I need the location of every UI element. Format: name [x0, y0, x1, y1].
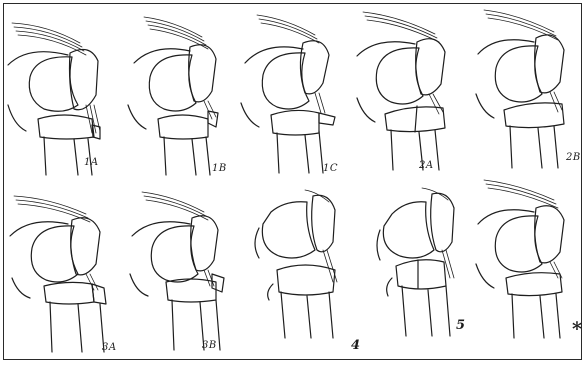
panel-label: 3A: [102, 342, 117, 353]
panel-2b: 2B: [474, 8, 584, 168]
knee-drawing: [474, 178, 584, 338]
knee-drawing: [374, 186, 484, 346]
knee-drawing: [235, 13, 345, 173]
knee-drawing: [10, 192, 120, 352]
knee-drawing: [357, 10, 467, 170]
knee-drawing: [8, 15, 118, 175]
panel-label: 2B: [566, 152, 581, 163]
panel-label: 5: [456, 318, 466, 333]
knee-drawing: [120, 15, 230, 175]
panel-3a: 3A: [10, 192, 120, 352]
panel-label: 1B: [212, 163, 227, 174]
panel-1a: 1A: [8, 15, 118, 175]
panel-label: 1C: [323, 163, 338, 174]
panel-label: 4: [351, 338, 361, 353]
knee-drawing: [474, 8, 584, 168]
knee-drawing: [245, 188, 355, 348]
panel-star: *: [474, 178, 584, 338]
panel-label: 1A: [84, 157, 99, 168]
knee-drawing: [120, 190, 230, 350]
panel-5: 5: [374, 186, 484, 346]
panel-1b: 1B: [120, 15, 230, 175]
panel-4: 4: [245, 188, 355, 348]
panel-label: 2A: [419, 160, 434, 171]
panel-2a: 2A: [357, 10, 467, 170]
panel-1c: 1C: [235, 13, 345, 173]
panel-label: *: [572, 318, 582, 340]
panel-label: 3B: [202, 340, 217, 351]
panel-3b: 3B: [120, 190, 230, 350]
